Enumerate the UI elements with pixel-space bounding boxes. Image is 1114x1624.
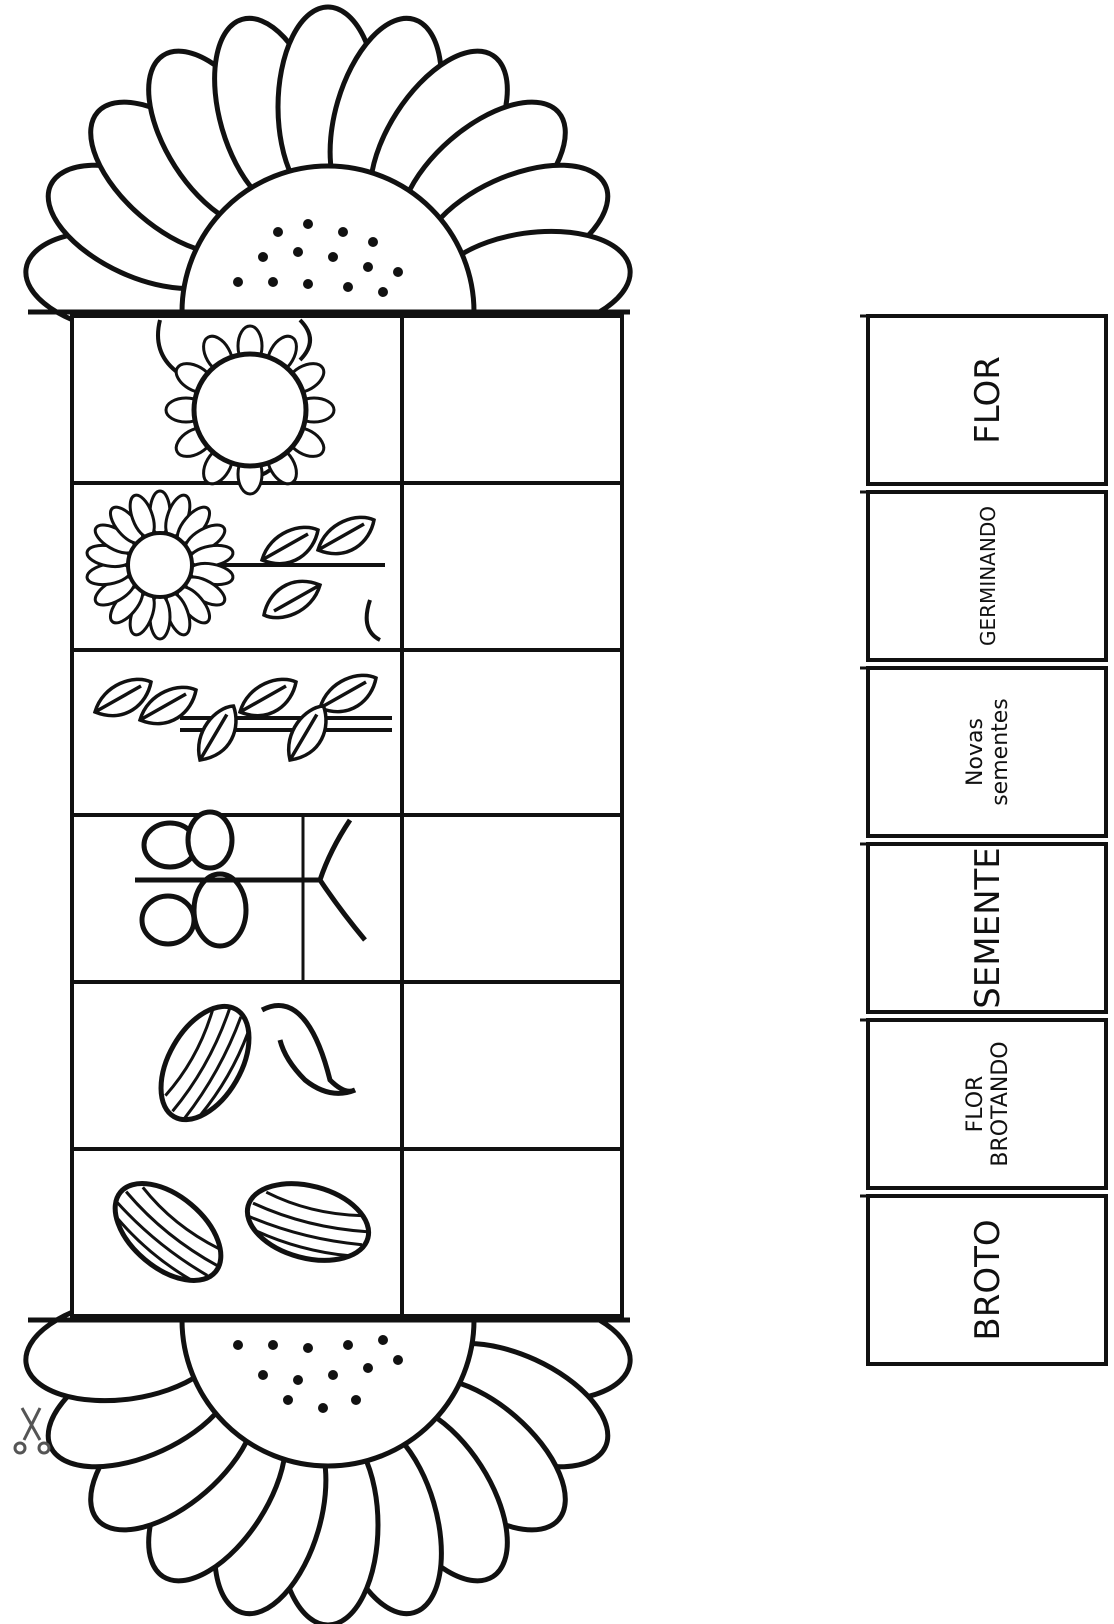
label-card-text: FLOR [968, 356, 1008, 444]
bottom-sunflower-icon [19, 1285, 637, 1624]
label-card-text: BROTANDO [988, 1041, 1013, 1166]
answer-cell-4[interactable] [404, 817, 620, 980]
answer-cell-5[interactable] [404, 984, 620, 1147]
label-card-text: SEMENTE [968, 847, 1008, 1009]
label-card-text: sementes [988, 698, 1013, 806]
label-card[interactable]: FLOR [860, 316, 1106, 484]
label-card-text: BROTO [968, 1219, 1008, 1340]
answer-cell-2[interactable] [404, 485, 620, 648]
label-card[interactable]: SEMENTE [860, 844, 1106, 1012]
label-card[interactable]: GERMINANDO [860, 492, 1106, 660]
top-sunflower-icon [19, 5, 637, 346]
label-card-text: GERMINANDO [976, 506, 1000, 646]
label-card[interactable]: BROTO [860, 1196, 1106, 1364]
answer-cell-1[interactable] [404, 318, 620, 481]
label-card-text: FLOR [963, 1076, 988, 1133]
label-card-text: Novas [963, 718, 988, 786]
answer-cell-3[interactable] [404, 652, 620, 813]
answer-cell-6[interactable] [404, 1151, 620, 1314]
scissors-icon [15, 1408, 49, 1453]
